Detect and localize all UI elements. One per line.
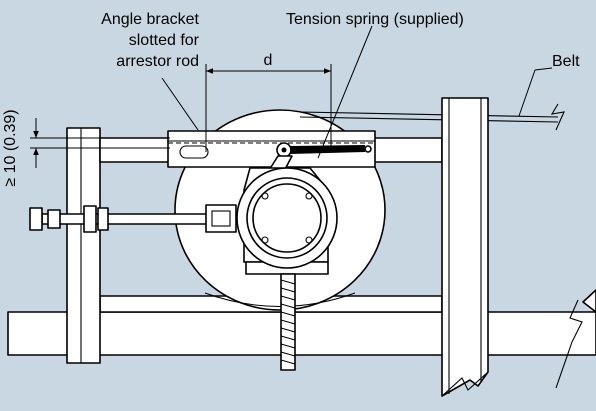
left-frame-post: [66, 127, 101, 364]
dimension-d-label: d: [264, 52, 273, 69]
belt: [299, 103, 565, 131]
belt-label: Belt: [552, 53, 580, 70]
angle-bracket-label-line2: slotted for: [129, 32, 200, 49]
base-beam-break: [555, 289, 596, 389]
adjusting-rod: [29, 204, 239, 233]
dimension-d: d: [205, 52, 332, 152]
angle-bracket-label-line3: arrestor rod: [116, 53, 199, 70]
angle-bracket-label-line1: Angle bracket: [101, 11, 199, 28]
right-support-post: [441, 97, 489, 397]
gap-dimension: ≥ 10 (0.39): [2, 109, 170, 187]
angle-bracket: [167, 130, 376, 168]
tension-spring: [265, 142, 372, 176]
tension-spring-label: Tension spring (supplied): [286, 11, 464, 28]
callout-leaders: [161, 25, 553, 159]
bearing-housing: [236, 167, 338, 275]
threaded-screw: [280, 273, 296, 371]
gap-dimension-label: ≥ 10 (0.39): [2, 109, 19, 186]
